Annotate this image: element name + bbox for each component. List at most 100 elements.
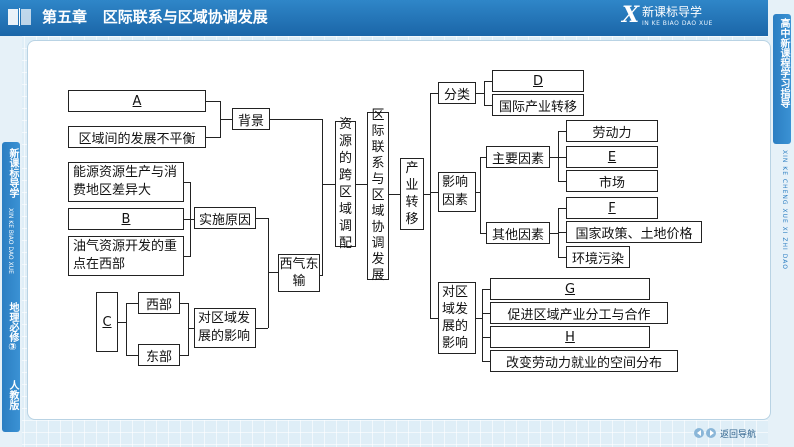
box-A: A (68, 90, 206, 112)
label-intl-transfer: 国际产业转移 (498, 99, 577, 115)
header-bar: 第五章 区际联系与区域协调发展 X 新课标导学 IN KE BIAO DAO X… (0, 0, 794, 36)
label-other-factors: 其他因素 (491, 227, 544, 243)
label-industry-transfer: 产业转移 (405, 161, 419, 227)
connector (550, 233, 558, 234)
chapter-title: 区际联系与区域协调发展 (102, 8, 268, 26)
connector (558, 131, 566, 132)
connector (476, 318, 482, 319)
box-E: E (566, 146, 658, 168)
box-labor: 劳动力 (566, 120, 658, 142)
connector (558, 257, 566, 258)
box-regional-link: 区际联系与区域协调发展 (367, 108, 389, 283)
label-policy-land: 国家政策、土地价格 (575, 226, 693, 242)
label-background: 背景 (237, 113, 264, 129)
box-intl-transfer: 国际产业转移 (492, 94, 584, 116)
connector (476, 192, 480, 193)
label-C: C (102, 314, 112, 330)
connector (476, 93, 484, 94)
connector (180, 303, 188, 304)
prev-arrow-icon (697, 430, 701, 436)
connector (256, 328, 268, 329)
connector (430, 93, 438, 94)
left-pinyin: XIN KE BIAO DAO XUE (7, 208, 14, 274)
label-gas-west: 油气资源开发的重点在西部 (73, 239, 178, 272)
left-publisher: 人教版 (7, 380, 18, 410)
connector (482, 313, 490, 314)
label-implement-reason: 实施原因 (198, 212, 251, 228)
box-B: B (68, 208, 184, 230)
label-B: B (121, 211, 131, 227)
connector (126, 303, 138, 304)
connector (558, 208, 566, 209)
connector (480, 233, 486, 234)
connector (184, 256, 190, 257)
connector (430, 192, 438, 193)
connector (322, 184, 335, 185)
connector (424, 194, 430, 195)
box-labor-change: 改变劳动力就业的空间分布 (490, 350, 678, 372)
label-H: H (565, 329, 575, 345)
left-book: 地理必修③ (7, 302, 18, 353)
box-classify: 分类 (438, 82, 476, 104)
label-regional-link: 区际联系与区域协调发展 (371, 108, 385, 283)
brand-x: X (622, 2, 640, 28)
label-classify: 分类 (443, 87, 470, 103)
connector (550, 157, 558, 158)
left-brand: 新课标导学 (7, 148, 18, 198)
connector (480, 157, 481, 234)
label-F: F (608, 200, 616, 216)
label-main-factors: 主要因素 (491, 151, 544, 167)
label-west: 西部 (145, 297, 172, 313)
next-arrow-icon (710, 430, 714, 436)
box-H: H (490, 326, 650, 348)
label-impact-on-dev: 对区域发展的影响 (442, 285, 469, 351)
label-G: G (564, 281, 576, 297)
label-A: A (132, 93, 142, 109)
connector (206, 137, 220, 138)
box-energy-gap: 能源资源生产与消费地区差异大 (68, 162, 184, 202)
connector (558, 157, 566, 158)
label-labor-change: 改变劳动力就业的空间分布 (505, 355, 662, 371)
connector (270, 119, 322, 120)
label-D: D (532, 73, 543, 89)
chapter-number: 第五章 (42, 8, 88, 26)
brand-name: 新课标导学 (642, 5, 703, 19)
box-gas-west: 油气资源开发的重点在西部 (68, 236, 184, 276)
back-to-nav-link[interactable]: 返回导航 (720, 430, 757, 440)
box-west-east: 西气东输 (278, 254, 320, 292)
label-uneven: 区域间的发展不平衡 (78, 131, 196, 147)
label-west-east: 西气东输 (279, 257, 319, 289)
right-pinyin: XIN KE CHENG XUE XI ZHI DAO (781, 150, 788, 270)
chapter-icon (8, 8, 31, 26)
connector (484, 81, 485, 106)
connector (188, 328, 194, 329)
box-promote-division: 促进区域产业分工与合作 (490, 302, 668, 324)
label-influence-factors: 影响因素 (442, 175, 469, 208)
connector (126, 355, 138, 356)
connector (558, 208, 559, 258)
box-pollution: 环境污染 (566, 246, 630, 268)
box-impact-on-dev: 对区域发展的影响 (438, 282, 476, 354)
box-G: G (490, 278, 650, 300)
box-background: 背景 (232, 108, 270, 130)
connector (220, 119, 232, 120)
connector (430, 93, 431, 319)
connector (356, 184, 367, 185)
right-tab: 高中新课程学习指导 (773, 14, 791, 144)
connector (180, 355, 188, 356)
box-regional-impact: 对区域发展的影响 (194, 308, 256, 348)
label-market: 市场 (598, 175, 625, 191)
connector (558, 131, 559, 182)
connector (482, 361, 490, 362)
connector (389, 194, 400, 195)
connector (118, 322, 126, 323)
connector (322, 119, 323, 276)
box-resource-transfer: 资源的跨区域调配 (335, 117, 356, 251)
label-promote-division: 促进区域产业分工与合作 (507, 307, 651, 323)
connector (482, 289, 483, 362)
connector (268, 272, 278, 273)
connector (558, 181, 566, 182)
box-C: C (96, 292, 118, 352)
left-tab: 新课标导学 XIN KE BIAO DAO XUE 地理必修③ 人教版 (2, 142, 20, 432)
label-east: 东部 (145, 349, 172, 365)
